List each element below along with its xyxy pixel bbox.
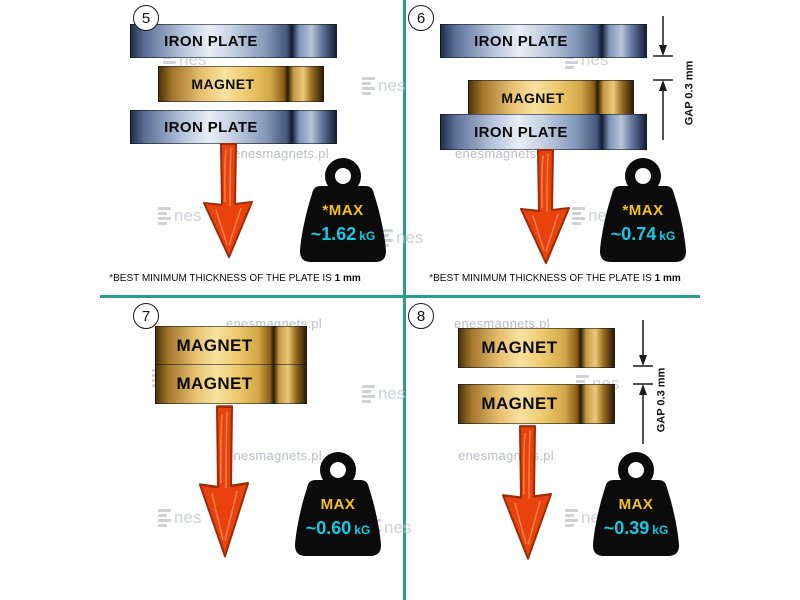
enes-logo-e-icon [362,385,375,403]
gap-dimension-lines [653,16,673,140]
watermark-site: enesmagnets.pl [226,448,322,463]
pull-force-arrow-icon [199,405,249,558]
enes-logo-watermark: nes [362,76,405,96]
iron-plate-label: IRON PLATE [164,118,258,136]
watermark-site: enesmagnets.pl [454,316,550,331]
enes-logo-e-icon [362,77,375,95]
enes-logo-e-icon [572,207,585,225]
magnet-label: MAGNET [176,336,253,355]
iron-plate-top: IRON PLATE [440,24,647,58]
enes-logo-e-icon [565,509,578,527]
kettlebell-shape [600,158,686,262]
iron-plate-label: IRON PLATE [474,32,568,50]
horizontal-divider [100,295,700,298]
magnet-top: MAGNET [458,328,615,368]
panel-number-badge: 8 [408,303,434,329]
kettlebell-shape [300,158,386,262]
weight-max-label: MAX [618,496,654,513]
magnet-label: MAGNET [481,338,558,357]
panel-number-badge: 7 [133,303,159,329]
pull-force-arrow-icon [520,148,570,265]
enes-logo-watermark: nes [362,384,405,404]
footnote: *BEST MINIMUM THICKNESS OF THE PLATE IS … [429,273,681,284]
magnet-label: MAGNET [191,76,255,92]
magnet: MAGNET [468,80,634,116]
gap-label: GAP 0.3 mm [655,367,668,433]
magnet: MAGNET [158,66,324,102]
magnet-label: MAGNET [481,394,558,413]
watermark-site: enesmagnets.pl [233,146,329,161]
panel-number-badge: 6 [408,5,434,31]
gap-dimension-lines [633,320,653,444]
magnet-top: MAGNET [155,326,307,366]
footnote: *BEST MINIMUM THICKNESS OF THE PLATE IS … [109,273,361,284]
magnet-label: MAGNET [176,374,253,393]
panel-number-badge: 5 [133,5,159,31]
kettlebell-shape [295,452,381,556]
iron-plate-top: IRON PLATE [130,24,337,58]
enes-logo-e-icon [158,207,171,225]
iron-plate-bottom: IRON PLATE [130,110,337,144]
weight-max-label: MAX [320,496,356,513]
enes-logo-watermark: nes [158,508,201,528]
weight-max-label: *MAX [622,202,664,219]
magnet-bottom: MAGNET [458,384,615,424]
enes-logo-watermark: nes [158,206,201,226]
gap-label: GAP 0.3 mm [683,60,696,126]
iron-plate-label: IRON PLATE [474,123,568,141]
kettlebell-shape [593,452,679,556]
magnet-bottom: MAGNET [155,364,307,404]
pull-force-arrow-icon [502,425,552,560]
magnet-label: MAGNET [501,90,565,106]
enes-logo-e-icon [158,509,171,527]
pull-force-arrow-icon [203,142,253,259]
vertical-divider [403,0,406,600]
weight-max-label: *MAX [322,202,364,219]
iron-plate-label: IRON PLATE [164,32,258,50]
iron-plate-bottom: IRON PLATE [440,114,647,150]
